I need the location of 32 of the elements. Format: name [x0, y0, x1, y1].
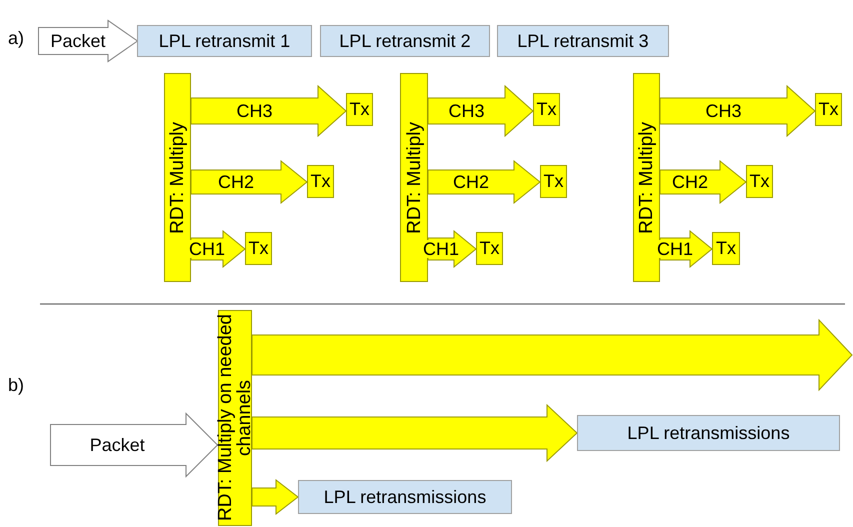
packet-arrow: Packet [50, 413, 218, 477]
panel-label: a) [8, 28, 24, 49]
transmit-box: Tx [346, 93, 373, 126]
transmit-box: Tx [746, 165, 773, 198]
edge-label: CH2 [453, 173, 489, 191]
edge-label: CH3 [448, 102, 484, 120]
edge-label: CH1 [657, 240, 693, 258]
multiply-bar: RDT: Multiply on needed channels [218, 310, 252, 526]
transmit-box: Tx [712, 232, 740, 265]
process-box: LPL retransmissions [577, 415, 840, 451]
process-box: LPL retransmit 1 [137, 25, 312, 57]
transmit-box: Tx [540, 165, 567, 198]
panel-label: b) [8, 375, 24, 396]
edge-label: CH3 [706, 102, 742, 120]
transmit-box: Tx [815, 93, 842, 126]
edge-label: CH3 [236, 102, 272, 120]
transmit-box: Tx [245, 232, 272, 265]
edge-label: CH1 [189, 240, 225, 258]
block-arrow [252, 318, 853, 392]
transmit-box: Tx [476, 232, 503, 265]
transmit-box: Tx [307, 165, 334, 198]
edge-label: CH2 [672, 173, 708, 191]
multiply-bar: RDT: Multiply [164, 73, 191, 282]
edge-label: CH1 [423, 240, 459, 258]
packet-arrow: Packet [38, 20, 138, 62]
process-box: LPL retransmissions [298, 480, 512, 514]
transmit-box: Tx [533, 93, 560, 126]
process-box: LPL retransmit 3 [497, 25, 669, 57]
edge-label: CH2 [218, 173, 254, 191]
process-box: LPL retransmit 2 [320, 25, 490, 57]
block-arrow [252, 404, 578, 462]
block-arrow [252, 478, 299, 516]
